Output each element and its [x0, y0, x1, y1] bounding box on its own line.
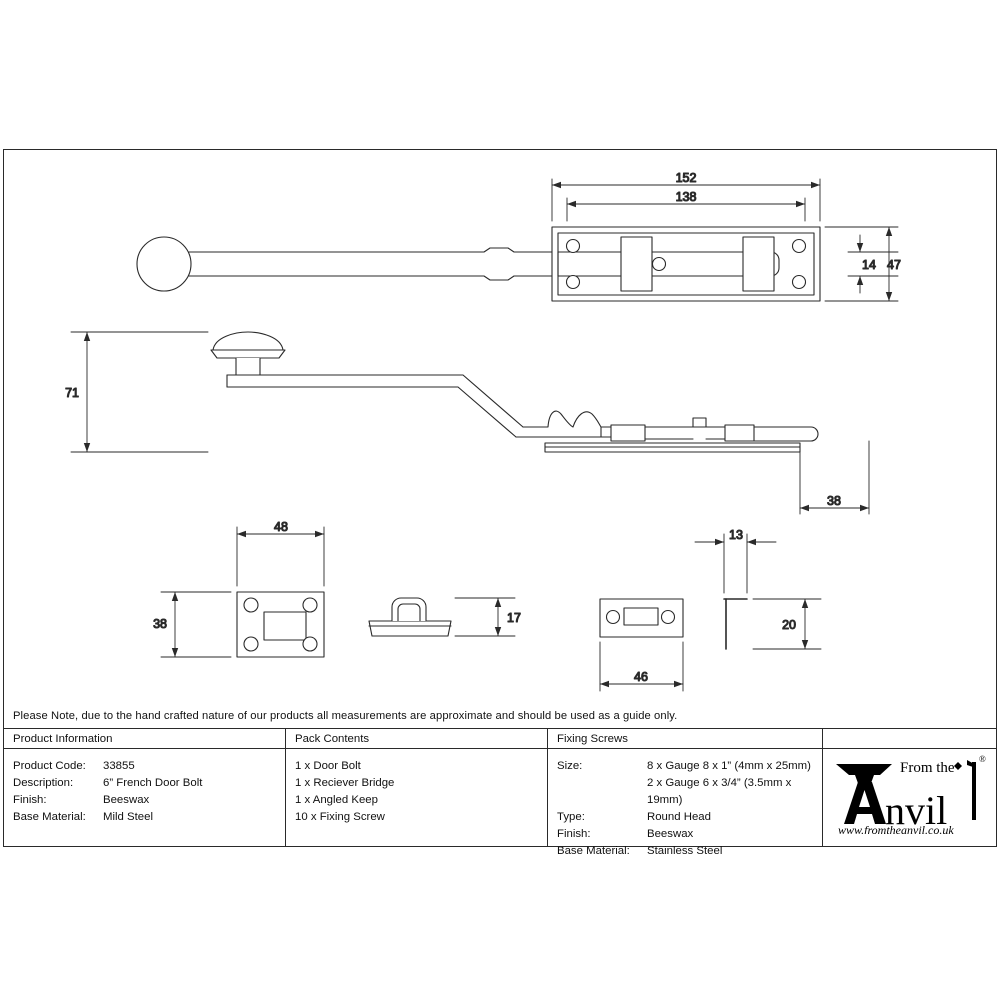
dimension-label-46: 46: [634, 670, 648, 684]
angled-keep-side: [723, 598, 748, 650]
fixing-screws-key: [557, 775, 647, 809]
fixing-screws-list: Size: 8 x Gauge 8 x 1” (4mm x 25mm) 2 x …: [557, 758, 822, 860]
product-info-value: Mild Steel: [103, 811, 154, 823]
product-information-list: Product Code: 33855 Description: 6” Fren…: [13, 758, 285, 826]
column-separator-3: [822, 729, 823, 847]
product-info-key: Description:: [13, 777, 74, 789]
fixing-screws-value: 8 x Gauge 8 x 1” (4mm x 25mm): [647, 760, 811, 772]
dimension-20: [752, 598, 822, 650]
product-info-row: Product Code: 33855: [13, 758, 285, 775]
dimension-label-38-height: 38: [153, 617, 167, 631]
dimension-label-13: 13: [729, 528, 743, 542]
product-info-row: Base Material: Mild Steel: [13, 809, 285, 826]
product-technical-drawing: 152 138: [65, 170, 902, 692]
product-info-key: Finish:: [13, 794, 47, 806]
specification-table: Please Note, due to the hand crafted nat…: [3, 703, 997, 857]
pack-contents-item: 10 x Fixing Screw: [295, 811, 385, 823]
fixing-screws-value: Stainless Steel: [647, 845, 723, 857]
brand-logo-cell: nvil From the ® www.fromtheanvil.co.uk: [822, 729, 997, 847]
product-info-key: Product Code:: [13, 760, 86, 772]
fixing-screws-row: Size: 8 x Gauge 8 x 1” (4mm x 25mm): [557, 758, 822, 775]
fixing-screws-row: 2 x Gauge 6 x 3/4” (3.5mm x 19mm): [557, 775, 822, 809]
dimension-label-14: 14: [862, 258, 876, 272]
measurement-note-text: Please Note, due to the hand crafted nat…: [13, 709, 678, 722]
product-info-value: Beeswax: [103, 794, 150, 806]
dimension-138: [566, 197, 806, 222]
product-info-value: 33855: [103, 760, 135, 772]
fixing-screws-value: Beeswax: [647, 828, 694, 840]
column-separator-1: [285, 729, 286, 847]
column-header-label: Fixing Screws: [557, 733, 628, 745]
column-header-label: Pack Contents: [295, 733, 370, 745]
logo-website-text: www.fromtheanvil.co.uk: [838, 823, 954, 834]
dimension-label-71: 71: [65, 386, 79, 400]
pack-contents-item: 1 x Angled Keep: [295, 794, 378, 806]
column-separator-2: [547, 729, 548, 847]
column-header-product-information: Product Information: [3, 729, 285, 749]
keep-plate-front: [236, 591, 325, 658]
fixing-screws-key: Finish:: [557, 828, 591, 840]
dimension-label-38-throw: 38: [827, 494, 841, 508]
table-header-row: [3, 729, 997, 749]
dimension-38-throw: [799, 440, 870, 515]
fixing-screws-value: Round Head: [647, 811, 711, 823]
dimension-label-48: 48: [274, 520, 288, 534]
fixing-screws-row: Type: Round Head: [557, 809, 822, 826]
fixing-screws-key: Type:: [557, 811, 585, 823]
fixing-screws-key: Size:: [557, 760, 583, 772]
dimension-14-47: [824, 226, 899, 302]
dimension-label-17: 17: [507, 611, 521, 625]
logo-registered-mark: ®: [979, 754, 986, 764]
dimension-13: [694, 533, 777, 594]
svg-text:nvil: nvil: [885, 788, 947, 833]
receiver-bridge-plate-front: [599, 598, 684, 638]
pack-contents-list: 1 x Door Bolt 1 x Reciever Bridge 1 x An…: [295, 758, 547, 826]
logo-from-the-text: From the: [900, 760, 955, 776]
door-bolt-side-elevation: [210, 331, 819, 453]
dimension-label-138: 138: [676, 190, 697, 204]
pack-contents-item: 1 x Reciever Bridge: [295, 777, 395, 789]
dimension-38-height: [160, 591, 232, 658]
dimension-label-152: 152: [676, 171, 697, 185]
column-header-label: Product Information: [13, 733, 113, 745]
fixing-screws-row: Finish: Beeswax: [557, 826, 822, 843]
from-the-anvil-logo: nvil From the ® www.fromtheanvil.co.uk: [822, 729, 994, 847]
pack-contents-item: 1 x Door Bolt: [295, 760, 361, 772]
keep-plate-side: [368, 597, 452, 637]
product-info-row: Finish: Beeswax: [13, 792, 285, 809]
dimension-46: [599, 641, 684, 692]
column-header-pack-contents: Pack Contents: [285, 729, 547, 749]
fixing-screws-value: 2 x Gauge 6 x 3/4” (3.5mm x 19mm): [647, 777, 792, 806]
dimension-48: [236, 526, 325, 587]
door-bolt-plan-view: [136, 226, 821, 302]
column-header-fixing-screws: Fixing Screws: [547, 729, 822, 749]
fixing-screws-row: Base Material: Stainless Steel: [557, 843, 822, 860]
anvil-logo-graphic: nvil From the ® www.fromtheanvil.co.uk: [836, 754, 986, 834]
product-info-value: 6” French Door Bolt: [103, 777, 203, 789]
dimension-152: [551, 178, 821, 222]
dimension-71: [70, 331, 209, 453]
dimension-label-20: 20: [782, 618, 796, 632]
dimension-label-47: 47: [887, 258, 901, 272]
fixing-screws-key: Base Material:: [557, 845, 630, 857]
product-info-row: Description: 6” French Door Bolt: [13, 775, 285, 792]
measurement-note: Please Note, due to the hand crafted nat…: [3, 703, 997, 729]
dimension-17: [454, 597, 516, 637]
product-info-key: Base Material:: [13, 811, 86, 823]
